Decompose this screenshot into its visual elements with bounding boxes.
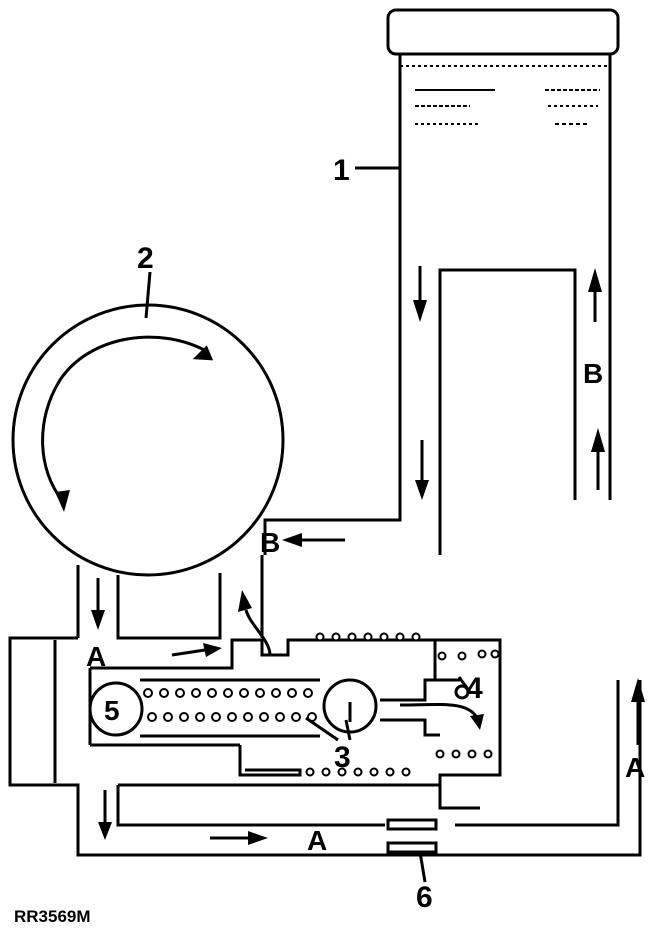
- relief-ball: [454, 684, 470, 700]
- flow-label-a-right: A: [625, 752, 645, 783]
- callout-5: 5: [104, 695, 120, 726]
- valve-housing: [8, 636, 642, 857]
- figure-code: RR3569M: [14, 907, 91, 926]
- reservoir-body: [263, 54, 612, 555]
- flow-label-b-mid: B: [260, 527, 280, 558]
- callout-4: 4: [466, 672, 483, 705]
- pump-rotor: [11, 303, 285, 577]
- flow-label-a-left: A: [86, 641, 106, 672]
- flow-valve: [88, 681, 144, 737]
- orifice: [386, 818, 438, 854]
- control-valve-ball: [322, 678, 378, 734]
- callout-1: 1: [333, 154, 350, 187]
- callout-2: 2: [137, 242, 154, 275]
- callout-3: 3: [334, 741, 351, 774]
- pump-outlet-passages: [76, 555, 264, 640]
- internal-flow-arrows: [91, 533, 645, 845]
- reservoir: [263, 8, 620, 555]
- spool-spring: [143, 688, 317, 722]
- callout-leaders: [144, 166, 472, 883]
- flow-label-b-top: B: [583, 358, 603, 389]
- housing-detail-dots: [305, 632, 500, 777]
- callout-6: 6: [416, 881, 433, 914]
- reservoir-cap: [386, 8, 620, 56]
- fluid-level-marks: [415, 89, 600, 125]
- reservoir-flow-arrows: [413, 266, 605, 500]
- flow-label-a-bottom: A: [307, 825, 327, 856]
